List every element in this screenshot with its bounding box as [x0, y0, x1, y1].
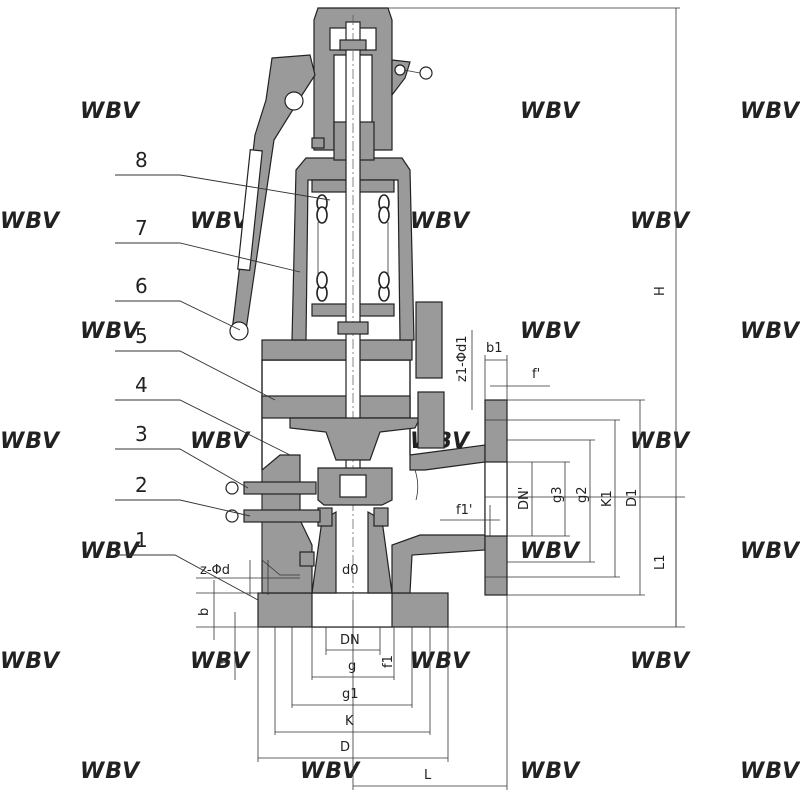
dim-DN-prime: DN' [517, 487, 532, 510]
watermark-logo: WBV [410, 649, 471, 674]
leader-6 [115, 300, 241, 331]
callout-3: 3 [135, 422, 148, 446]
watermark-logo: WBV [740, 99, 800, 124]
stem-top-nut [339, 39, 367, 51]
body-wall-right-upper [409, 444, 486, 471]
callout-7: 7 [135, 216, 148, 240]
dim-f1-prime: f1' [456, 503, 472, 518]
watermark-logo: WBV [740, 539, 800, 564]
watermark-logo: WBV [0, 429, 61, 454]
dim-K1: K1 [600, 490, 615, 507]
watermark-logo: WBV [0, 649, 61, 674]
guide [289, 417, 421, 461]
leader-5 [115, 350, 276, 401]
adjusting-screw-upper [243, 481, 317, 495]
watermark-logo: WBV [80, 539, 141, 564]
dim-g3: g3 [550, 486, 565, 503]
dim-L: L [424, 768, 432, 783]
lifting-lever [229, 54, 433, 341]
leader-7 [115, 242, 301, 273]
watermark-logo: WBV [520, 539, 581, 564]
flange-bolts [225, 301, 445, 567]
watermark-logo: WBV [520, 99, 581, 124]
watermark-logo: WBV [80, 759, 141, 784]
adjusting-screw-lower [243, 509, 321, 523]
leader-8 [115, 174, 331, 201]
dim-DN: DN [340, 633, 360, 648]
spring [316, 194, 390, 302]
callout-5: 5 [135, 324, 148, 348]
dim-g1: g1 [342, 687, 359, 702]
leader-3 [115, 448, 249, 489]
bonnet-shell [291, 157, 415, 341]
dim-b1: b1 [486, 341, 503, 356]
lever-end-ring [229, 321, 249, 341]
body-flange [261, 395, 411, 419]
watermark-logo: WBV [740, 319, 800, 344]
dim-D: D [340, 740, 350, 755]
adjusting-ring-right [373, 507, 389, 527]
dim-z-d: z-Φd [200, 563, 230, 578]
callout-leaders [115, 174, 331, 601]
lever-pivot [284, 91, 304, 111]
watermark-logo: WBV [520, 759, 581, 784]
watermark-logo: WBV [630, 209, 691, 234]
seal-upper-icon [225, 481, 239, 495]
nozzle-left [311, 510, 337, 594]
watermark-logo: WBV [740, 759, 800, 784]
lever-slot [237, 149, 263, 271]
callout-2: 2 [135, 473, 148, 497]
dim-b: b [197, 608, 212, 616]
watermark-logo: WBV [300, 759, 361, 784]
watermark-logo: WBV [0, 209, 61, 234]
leader-1 [115, 554, 259, 601]
callout-labels: 8 7 6 5 4 3 2 1 [135, 148, 148, 552]
dim-d0: d0 [342, 563, 359, 578]
watermark-logo: WBV [190, 209, 251, 234]
dim-f1: f1 [381, 655, 396, 668]
flow-break-line [414, 469, 419, 501]
outlet-bore [484, 461, 508, 537]
dim-g2: g2 [575, 486, 590, 503]
dim-K: K [345, 714, 354, 729]
body-wall-left [261, 454, 313, 594]
watermark-logo: WBV [80, 99, 141, 124]
dim-g: g [348, 659, 356, 674]
dim-D1: D1 [625, 489, 640, 507]
leader-2 [115, 499, 251, 517]
small-plug [311, 137, 325, 149]
watermark-logo: WBV [520, 319, 581, 344]
disc-core [339, 474, 367, 498]
lead-seal-icon [419, 66, 433, 80]
latch-pin [394, 64, 406, 76]
watermark-logo: WBV [410, 209, 471, 234]
watermark-logo: WBV [630, 649, 691, 674]
dimension-labels: H z1-Φd1 b1 f' D1 K1 g2 g3 DN' L1 f1' z-… [197, 286, 668, 783]
drain-plug [299, 551, 315, 567]
stem-coupling [337, 321, 369, 335]
dim-z1-d1: z1-Φd1 [455, 335, 470, 382]
watermark-logo: WBV [80, 319, 141, 344]
watermark-logo: WBV [630, 429, 691, 454]
callout-8: 8 [135, 148, 148, 172]
dim-f-prime: f' [532, 367, 540, 382]
leader-4 [115, 399, 291, 456]
callout-4: 4 [135, 373, 148, 397]
watermark-logo: WBV [190, 649, 251, 674]
inlet-bore [311, 592, 393, 628]
callout-1: 1 [135, 528, 148, 552]
bonnet-flange [261, 339, 413, 361]
dim-f: f [218, 659, 233, 664]
body-wall-right-lower [391, 534, 486, 594]
lower-stud-bolt [417, 391, 445, 449]
dimension-lines [196, 7, 685, 790]
nozzle-right [367, 510, 393, 594]
watermark-logo: WBV [190, 429, 251, 454]
dim-H: H [653, 286, 668, 296]
upper-stud-bolt [415, 301, 443, 379]
callout-6: 6 [135, 274, 148, 298]
dim-L1: L1 [653, 554, 668, 570]
stem-assembly [289, 15, 421, 600]
